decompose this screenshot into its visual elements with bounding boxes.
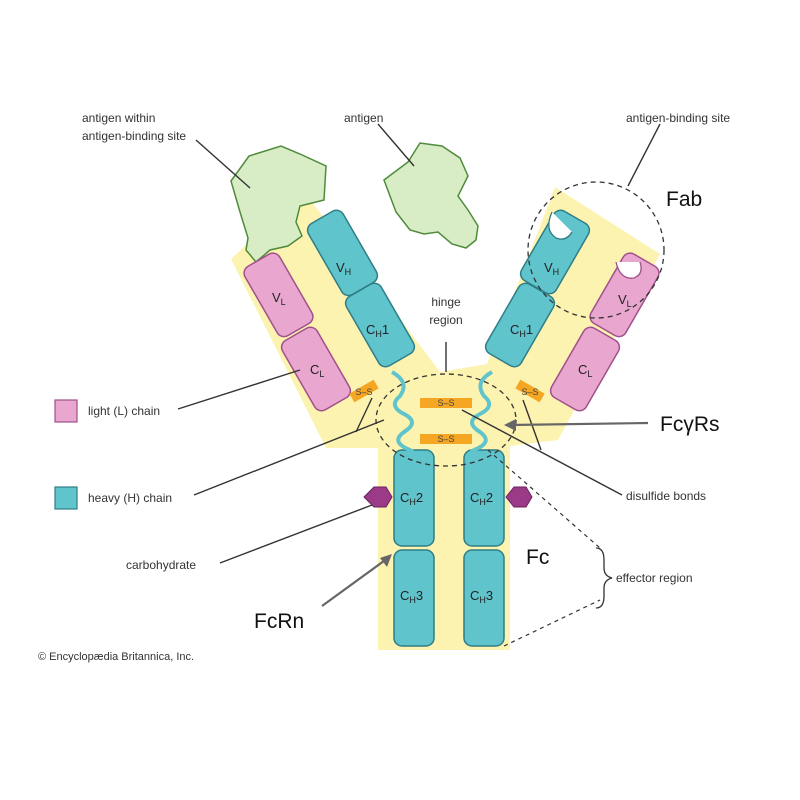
antigen-within-label-line2: antigen-binding site: [82, 129, 186, 143]
hinge-disulfide-bond-bottom: [420, 434, 472, 444]
disulfide-label-top: S–S: [437, 398, 454, 408]
svg-text:CL: CL: [578, 362, 592, 379]
svg-text:VH: VH: [336, 260, 351, 277]
heavy-chain-label: heavy (H) chain: [88, 491, 172, 505]
svg-text:CH1: CH1: [510, 322, 533, 339]
left-light-variable-domain: [243, 252, 314, 338]
fcrn-arrow: [321, 557, 389, 607]
fab-dashed-circle: [527, 181, 665, 319]
antigen-binding-site-label: antigen-binding site: [626, 111, 730, 125]
left-heavy-constant-1-domain: [344, 282, 416, 368]
left-vh-label: VH: [336, 260, 351, 277]
disulfide-leader-2: [355, 397, 373, 433]
antigen-label: antigen: [344, 111, 383, 125]
right-ch1-label: CH1: [510, 322, 533, 339]
right-heavy-constant-3-domain: [463, 549, 505, 647]
effector-dash-bottom: [503, 599, 601, 647]
light-chain-legend-swatch: [54, 399, 78, 423]
effector-region-label: effector region: [616, 571, 693, 585]
svg-text:CH2: CH2: [400, 490, 423, 507]
hinge-strand-right: [467, 370, 494, 464]
disulfide-bonds-label: disulfide bonds: [626, 489, 706, 503]
hinge-label: hinge: [431, 295, 461, 309]
light-chain-leader: [177, 369, 301, 410]
fcrn-annotation: FcRn: [254, 610, 304, 633]
antibody-background: [231, 187, 660, 650]
heavy-chain-leader: [193, 419, 385, 496]
right-vl-label: VL: [618, 292, 632, 309]
carbohydrate-label: carbohydrate: [126, 558, 196, 572]
right-heavy-constant-1-domain: [484, 282, 556, 368]
right-ch3-label: CH3: [470, 588, 493, 605]
left-ch2-label: CH2: [400, 490, 423, 507]
antigen-bound-shape: [230, 145, 327, 264]
disulfide-leader-1: [461, 409, 623, 496]
fab-annotation: Fab: [666, 188, 702, 211]
heavy-chain-legend-swatch: [54, 486, 78, 510]
right-cl-label: CL: [578, 362, 592, 379]
antigen-leader: [377, 123, 415, 167]
svg-text:CH2: CH2: [470, 490, 493, 507]
left-light-constant-domain: [280, 326, 352, 412]
svg-text:VL: VL: [618, 292, 632, 309]
left-ch3-label: CH3: [400, 588, 423, 605]
fcgr-annotation: FcγRs: [660, 413, 720, 436]
fcgr-arrow: [509, 421, 649, 427]
left-heavy-constant-3-domain: [393, 549, 435, 647]
left-cl-label: CL: [310, 362, 324, 379]
right-heavy-binding-pocket: [548, 211, 573, 240]
left-heavy-constant-2-domain: [393, 449, 435, 547]
fc-annotation: Fc: [526, 546, 549, 569]
svg-text:CH3: CH3: [470, 588, 493, 605]
left-ch1-label: CH1: [366, 322, 389, 339]
left-arm-disulfide-bond: [349, 379, 379, 403]
right-vh-label: VH: [544, 260, 559, 277]
hinge-label-line2: region: [429, 313, 462, 327]
svg-text:CL: CL: [310, 362, 324, 379]
fcgr-arrowhead: [504, 419, 516, 431]
right-light-constant-domain: [549, 326, 621, 412]
fcrn-arrowhead: [380, 554, 392, 567]
antigen-within-label: antigen within: [82, 111, 155, 125]
disulfide-label-bottom: S–S: [437, 434, 454, 444]
right-arm-disulfide-bond: [515, 379, 545, 403]
left-vl-label: VL: [272, 290, 286, 307]
right-heavy-constant-2-domain: [463, 449, 505, 547]
antigen-free-shape: [383, 142, 479, 249]
svg-text:CH1: CH1: [366, 322, 389, 339]
effector-brace: [595, 547, 613, 609]
right-light-binding-pocket: [615, 261, 642, 279]
left-carbohydrate: [363, 486, 393, 508]
right-carbohydrate: [505, 486, 533, 508]
svg-text:CH3: CH3: [400, 588, 423, 605]
right-ch2-label: CH2: [470, 490, 493, 507]
left-arm-disulfide-label: S–S: [355, 387, 372, 397]
right-arm-disulfide-label: S–S: [521, 387, 538, 397]
svg-text:VL: VL: [272, 290, 286, 307]
hinge-strand-left: [390, 370, 417, 464]
carbohydrate-leader: [219, 504, 373, 564]
copyright-label: © Encyclopædia Britannica, Inc.: [38, 651, 194, 663]
effector-dash-top: [487, 449, 601, 549]
hinge-disulfide-bond-top: [420, 398, 472, 408]
svg-text:VH: VH: [544, 260, 559, 277]
light-chain-label: light (L) chain: [88, 404, 160, 418]
antigen-within-leader: [195, 139, 251, 189]
antigen-binding-site-leader: [627, 123, 661, 187]
right-light-variable-domain: [589, 252, 660, 338]
